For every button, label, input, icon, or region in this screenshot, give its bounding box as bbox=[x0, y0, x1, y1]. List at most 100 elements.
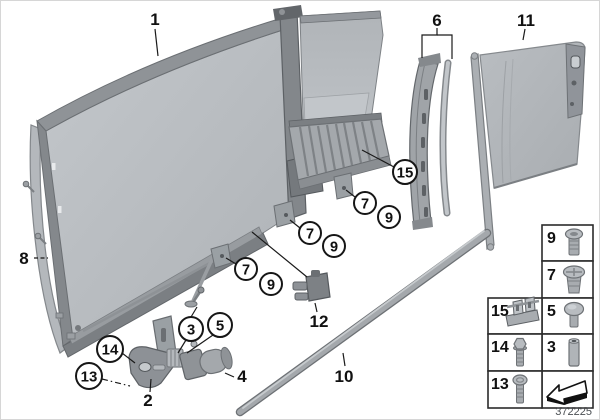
guide-rail-bottom-cap bbox=[412, 217, 433, 230]
rod-part-10 bbox=[235, 228, 492, 417]
callout-label-11[interactable]: 11 bbox=[517, 11, 535, 30]
side-rail-shape bbox=[29, 124, 69, 354]
cassette-top-bracket bbox=[273, 5, 303, 21]
legend-num-9[interactable]: 9 bbox=[547, 230, 556, 247]
clip-knob bbox=[311, 270, 320, 277]
corner-plate bbox=[66, 332, 76, 340]
callout-circle-7a-label[interactable]: 7 bbox=[361, 196, 369, 212]
callout-circle-13-label[interactable]: 13 bbox=[81, 369, 98, 386]
support-sticks bbox=[82, 243, 232, 333]
round-head-screw-icon bbox=[563, 301, 585, 328]
bracket-hole bbox=[138, 362, 152, 372]
clip-body bbox=[305, 272, 331, 302]
callout-labels: 1 6 11 8 2 4 10 12 bbox=[19, 10, 535, 410]
mount-hole bbox=[570, 55, 581, 69]
roller-housing-ribs bbox=[298, 120, 381, 177]
foot-screw-shank bbox=[192, 291, 202, 302]
callout-circle-7c-label[interactable]: 7 bbox=[242, 262, 250, 278]
glass-bottom-edge bbox=[493, 163, 578, 189]
bracket-slot-2 bbox=[152, 364, 166, 371]
legend-table: 9 7 5 3 15 14 13 bbox=[487, 224, 594, 409]
guide-rail-top-cap bbox=[418, 53, 441, 67]
corner-plate bbox=[55, 312, 64, 319]
mount-screw-dot bbox=[342, 186, 346, 190]
callout-circle-5-label[interactable]: 5 bbox=[216, 318, 224, 335]
main-sunblind-part-1 bbox=[36, 17, 298, 358]
legend-num-5[interactable]: 5 bbox=[547, 303, 556, 320]
oval-head-screw-icon bbox=[512, 374, 528, 404]
callout-circle-7b[interactable]: 7 bbox=[298, 221, 322, 245]
bracket-slot bbox=[161, 328, 166, 342]
legend-num-13[interactable]: 13 bbox=[491, 376, 509, 393]
leader-lines bbox=[34, 28, 526, 393]
short-support-stick bbox=[191, 254, 216, 302]
callout-circle-5[interactable]: 5 bbox=[207, 312, 233, 338]
callout-circle-15[interactable]: 15 bbox=[392, 159, 418, 185]
callout-circle-9a-label[interactable]: 9 bbox=[385, 210, 393, 226]
guide-rail-slots bbox=[421, 89, 428, 217]
mounting-pin-icon bbox=[22, 180, 35, 193]
glass-curve-line bbox=[509, 58, 514, 182]
callout-label-2[interactable]: 2 bbox=[143, 391, 152, 410]
callout-label-8[interactable]: 8 bbox=[19, 249, 28, 268]
diagram-number: 372225 bbox=[555, 406, 592, 418]
legend-num-7[interactable]: 7 bbox=[547, 267, 556, 284]
motor-body-group bbox=[179, 346, 233, 381]
glass-pane bbox=[479, 41, 586, 189]
callout-label-1[interactable]: 1 bbox=[150, 10, 159, 29]
hex-flange-bolt-icon bbox=[513, 337, 527, 367]
legend-cell-3[interactable] bbox=[541, 333, 594, 372]
stick-foot bbox=[184, 300, 198, 308]
window-glass-part-11 bbox=[470, 41, 586, 251]
motor-end-cap bbox=[220, 346, 233, 370]
legend-num-3[interactable]: 3 bbox=[547, 339, 556, 356]
legend-num-15[interactable]: 15 bbox=[491, 303, 509, 320]
callout-circle-7c[interactable]: 7 bbox=[234, 257, 258, 281]
cassette-knob bbox=[279, 9, 285, 15]
foot-screw-head-icon bbox=[197, 286, 205, 294]
slot-mark bbox=[58, 206, 62, 213]
callout-circle-9c-label[interactable]: 9 bbox=[267, 277, 275, 293]
quarter-blind-top-bar bbox=[299, 10, 382, 24]
spacer-sleeve-icon bbox=[568, 338, 580, 367]
mount-hole bbox=[570, 102, 574, 106]
clip-part-12 bbox=[292, 270, 331, 302]
callout-circle-3-label[interactable]: 3 bbox=[187, 322, 195, 339]
pan-head-screw-icon bbox=[564, 228, 584, 256]
legend-num-14[interactable]: 14 bbox=[491, 339, 509, 356]
mount-screw-dot bbox=[220, 254, 224, 258]
corner-pivot bbox=[75, 325, 81, 331]
callout-label-4[interactable]: 4 bbox=[237, 367, 247, 386]
callout-label-10[interactable]: 10 bbox=[335, 367, 354, 386]
expanding-rivet-icon bbox=[562, 265, 586, 294]
callout-circle-14[interactable]: 14 bbox=[96, 335, 124, 363]
callout-circle-14-label[interactable]: 14 bbox=[102, 342, 119, 359]
slot-mark bbox=[52, 163, 56, 170]
callout-circle-9a[interactable]: 9 bbox=[377, 205, 401, 229]
mount-hole bbox=[571, 80, 577, 86]
guide-rail-part-6 bbox=[409, 53, 452, 230]
callout-circle-15-label[interactable]: 15 bbox=[397, 165, 414, 182]
guide-rail-edge bbox=[415, 62, 426, 224]
callout-circles: 15 7 9 7 9 7 9 3 bbox=[75, 159, 418, 390]
glass-curve-line bbox=[501, 60, 507, 184]
trim-cap bbox=[470, 52, 479, 60]
callout-label-12[interactable]: 12 bbox=[310, 312, 329, 331]
callout-circle-7a[interactable]: 7 bbox=[353, 191, 377, 215]
mount-screw-dot bbox=[284, 213, 288, 217]
quarter-sunblind bbox=[288, 10, 392, 200]
direction-arrow-icon bbox=[546, 380, 588, 405]
callout-circle-3[interactable]: 3 bbox=[178, 316, 204, 342]
callout-circle-9c[interactable]: 9 bbox=[259, 272, 283, 296]
callout-label-6[interactable]: 6 bbox=[432, 11, 441, 30]
long-support-stick bbox=[82, 254, 224, 333]
callout-circle-13[interactable]: 13 bbox=[75, 362, 103, 390]
callout-circle-7b-label[interactable]: 7 bbox=[306, 226, 314, 242]
clip-icon bbox=[505, 296, 540, 327]
side-rail-part-8 bbox=[22, 124, 69, 354]
mount-tab bbox=[333, 172, 354, 200]
callout-circle-9b-label[interactable]: 9 bbox=[330, 239, 338, 255]
callout-circle-9b[interactable]: 9 bbox=[322, 234, 346, 258]
mounting-pin-icon bbox=[34, 232, 47, 245]
